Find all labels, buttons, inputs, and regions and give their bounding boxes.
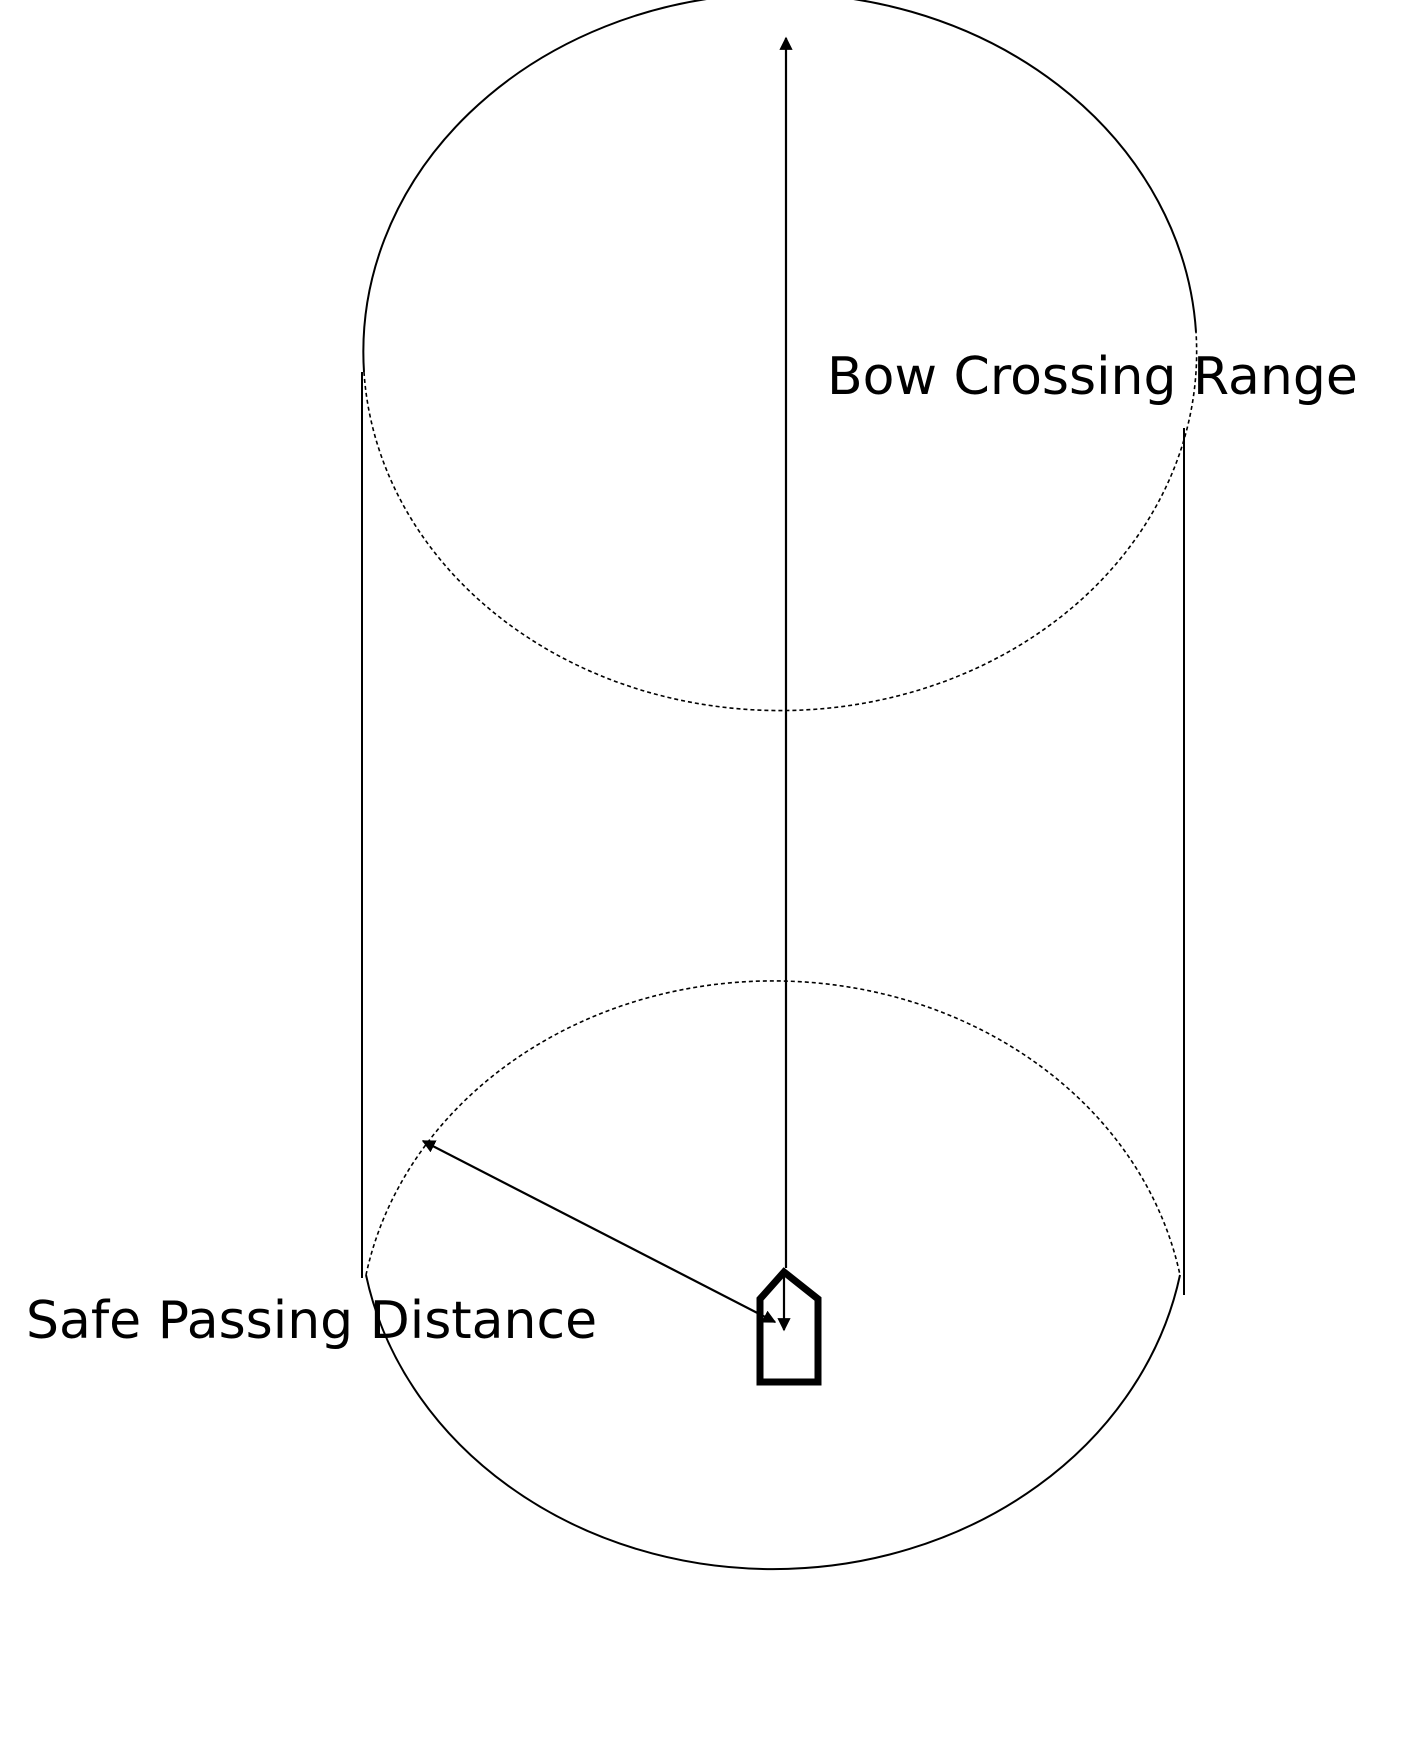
top-circle-dashed-arc — [363, 331, 1198, 712]
safe-passing-distance-arrow — [421, 1140, 777, 1323]
top-circle-solid-arc — [362, 0, 1197, 373]
bottom-circle-solid-arc — [365, 1274, 1181, 1571]
bow-crossing-range-label: Bow Crossing Range — [827, 347, 1358, 407]
bottom-circle-dashed-arc — [365, 980, 1181, 1276]
safe-passing-distance-label: Safe Passing Distance — [26, 1291, 597, 1351]
ship-icon — [756, 1267, 822, 1386]
